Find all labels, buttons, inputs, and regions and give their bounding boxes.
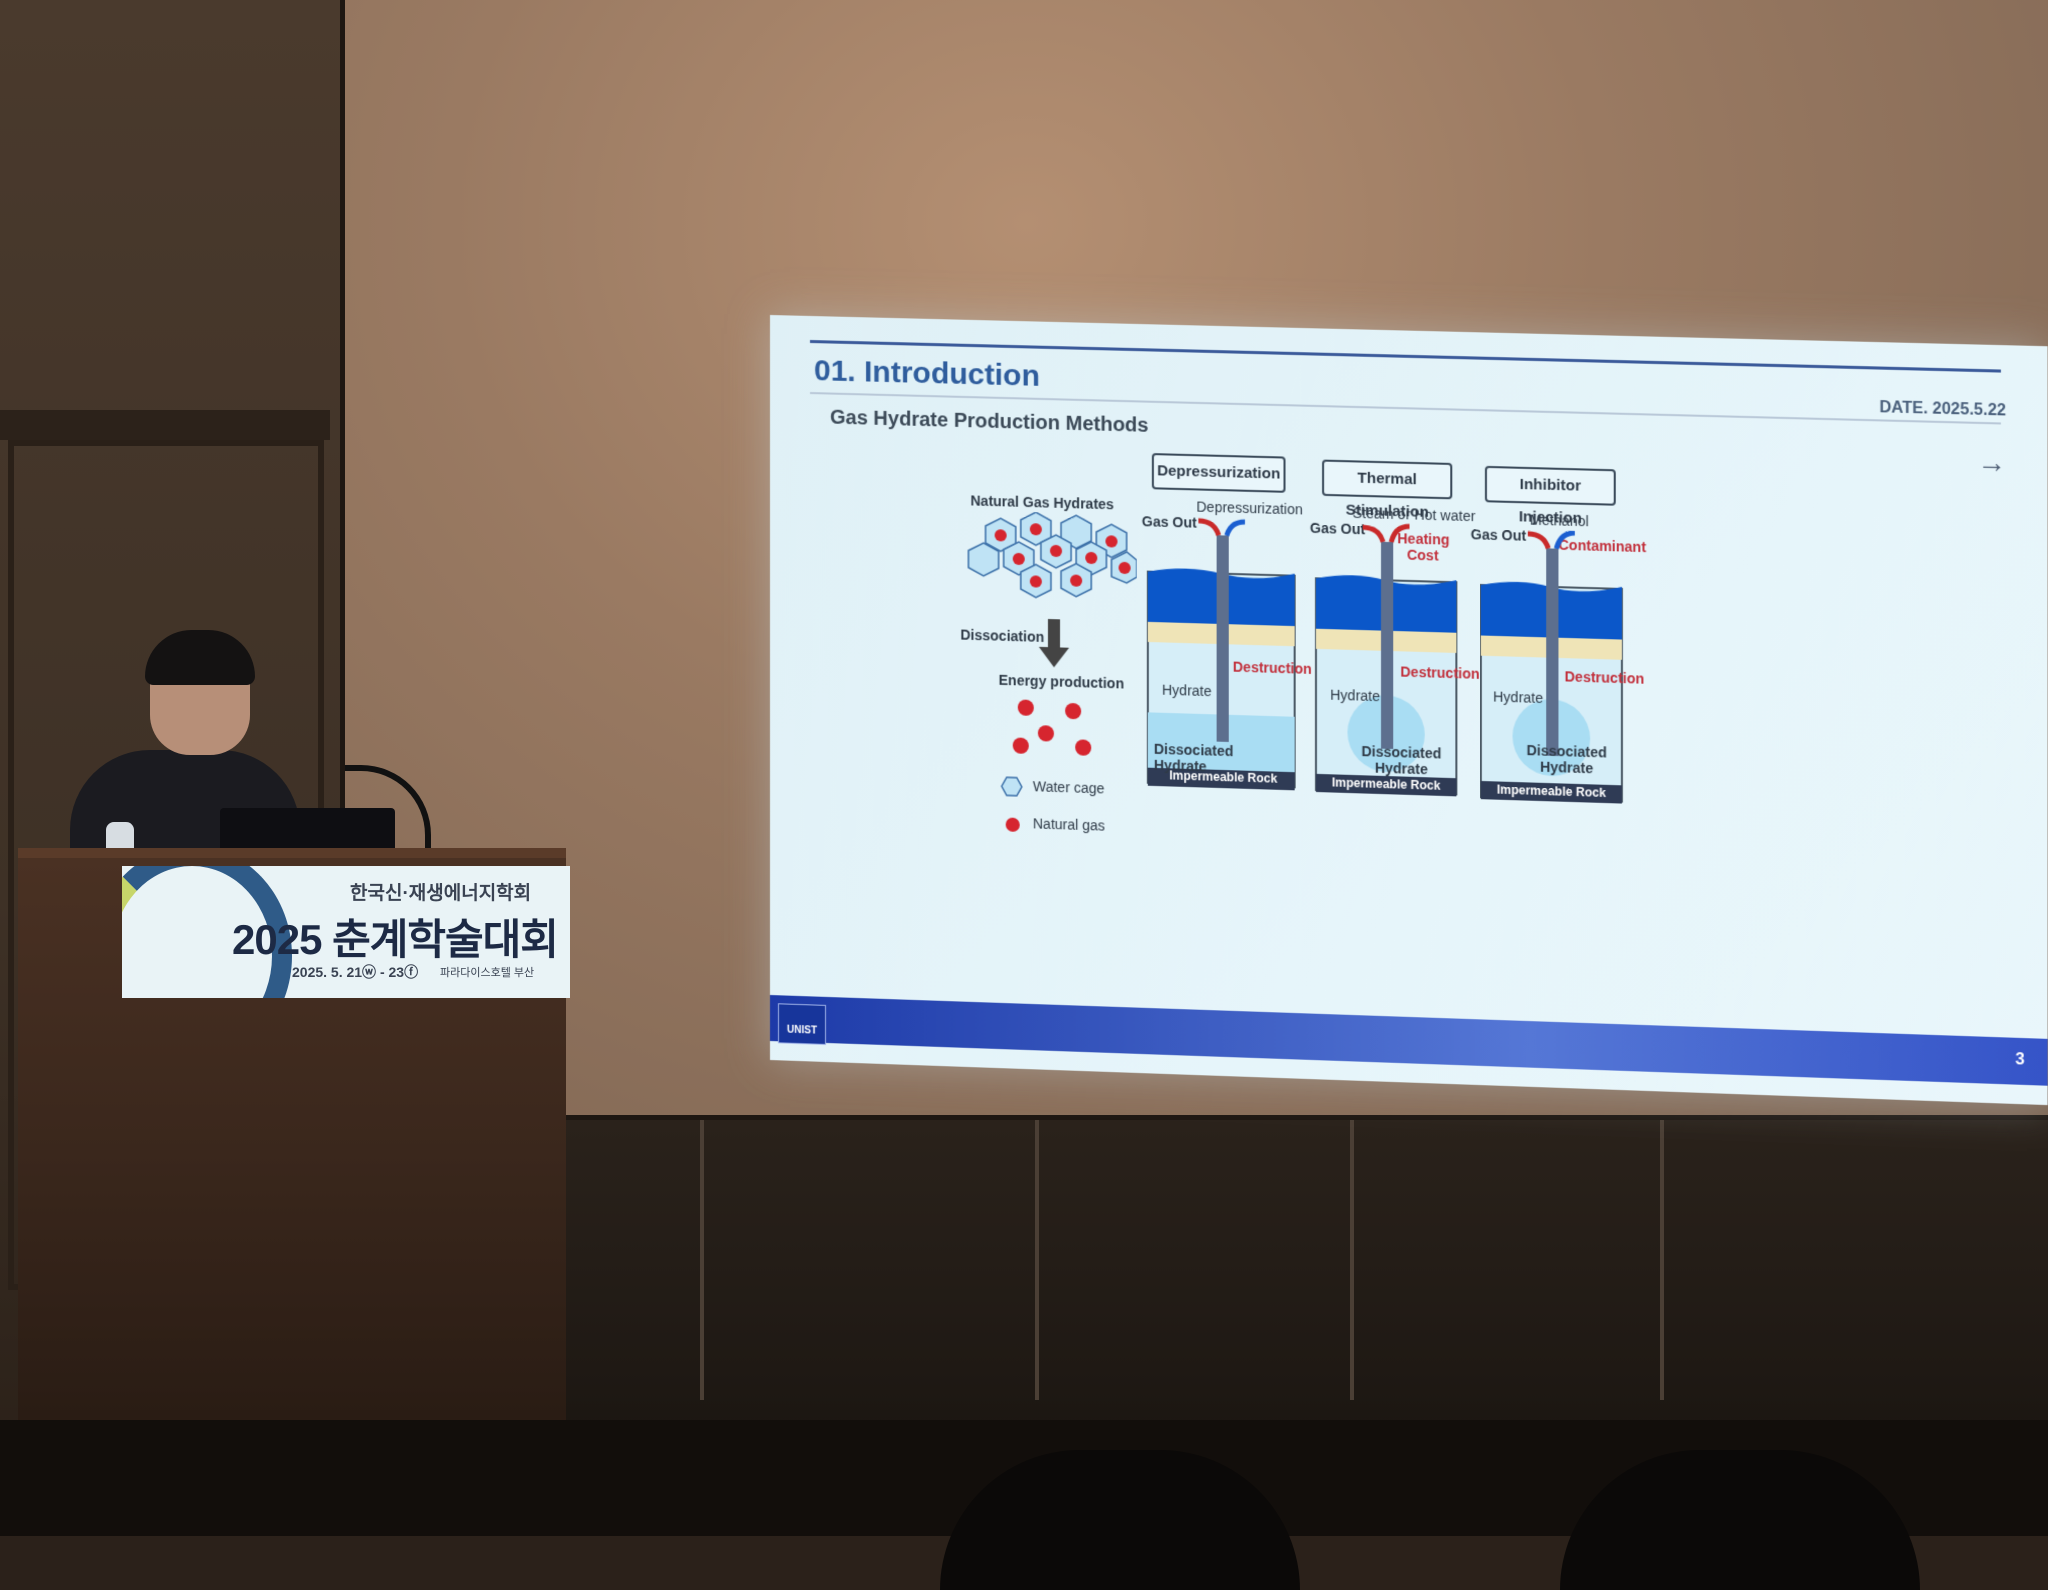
hydrates-heading: Natural Gas Hydrates — [970, 492, 1114, 513]
dissociation-label: Dissociation — [960, 626, 1045, 645]
banner-venue: 파라다이스호텔 부산 — [440, 967, 535, 979]
slide-subtitle: Gas Hydrate Production Methods — [830, 406, 1149, 437]
dissociated-label: Dissociated Hydrate — [1526, 741, 1607, 777]
method-depressurization: Depressurization — [1151, 453, 1286, 493]
banner-date: 2025. 5. 21ⓦ - 23ⓕ — [292, 964, 419, 980]
unist-logo: UNIST — [777, 1003, 827, 1045]
destruction-label: Destruction — [1232, 658, 1312, 677]
stage-divider — [700, 1120, 704, 1400]
stage-divider — [1350, 1120, 1354, 1400]
legend-water-cage: Water cage — [1032, 778, 1105, 797]
hydrate-label: Hydrate — [1330, 686, 1381, 705]
legend-natural-gas: Natural gas — [1032, 815, 1106, 834]
method-inhibitor-injection: Inhibitor Injection — [1484, 465, 1616, 527]
arrow-down-icon — [1038, 618, 1070, 668]
natural-gas-icon — [1005, 817, 1020, 832]
energy-production-label: Energy production — [998, 671, 1125, 692]
presentation-slide: 01. Introduction DATE. 2025.5.22 Gas Hyd… — [770, 315, 2048, 1106]
reservoir-diagram — [1479, 528, 1627, 821]
reservoir-diagram — [1146, 511, 1303, 808]
banner-title: 2025 춘계학술대회 — [232, 916, 559, 963]
method-top-label: Methanol — [1529, 511, 1589, 530]
banner-society: 한국신·재생에너지학회 — [350, 883, 532, 904]
dissociated-label: Dissociated Hydrate — [1361, 742, 1442, 778]
water-cage-icon — [997, 774, 1027, 801]
page-number: 3 — [2015, 1051, 2025, 1069]
hydrate-label: Hydrate — [1161, 681, 1212, 700]
speaker-hair — [145, 630, 255, 685]
conference-banner: 한국신·재생에너지학회 2025 춘계학술대회 2025. 5. 21ⓦ - 2… — [122, 866, 570, 998]
arrow-right-icon: → — [1977, 446, 2007, 479]
slide-date: DATE. 2025.5.22 — [1879, 399, 2007, 420]
slide-title: 01. Introduction — [814, 354, 1040, 393]
destruction-label: Destruction — [1400, 663, 1480, 682]
stage-divider — [1035, 1120, 1039, 1400]
reservoir-diagram — [1314, 520, 1462, 812]
wall-panel-seam — [0, 410, 330, 440]
method-thermal-stimulation: Thermal Stimulation — [1322, 459, 1453, 521]
hydrate-label: Hydrate — [1493, 688, 1544, 707]
destruction-label: Destruction — [1564, 668, 1645, 687]
gas-molecules — [1012, 699, 1092, 756]
hydrate-lattice — [965, 510, 1137, 610]
stage-divider — [1660, 1120, 1664, 1400]
